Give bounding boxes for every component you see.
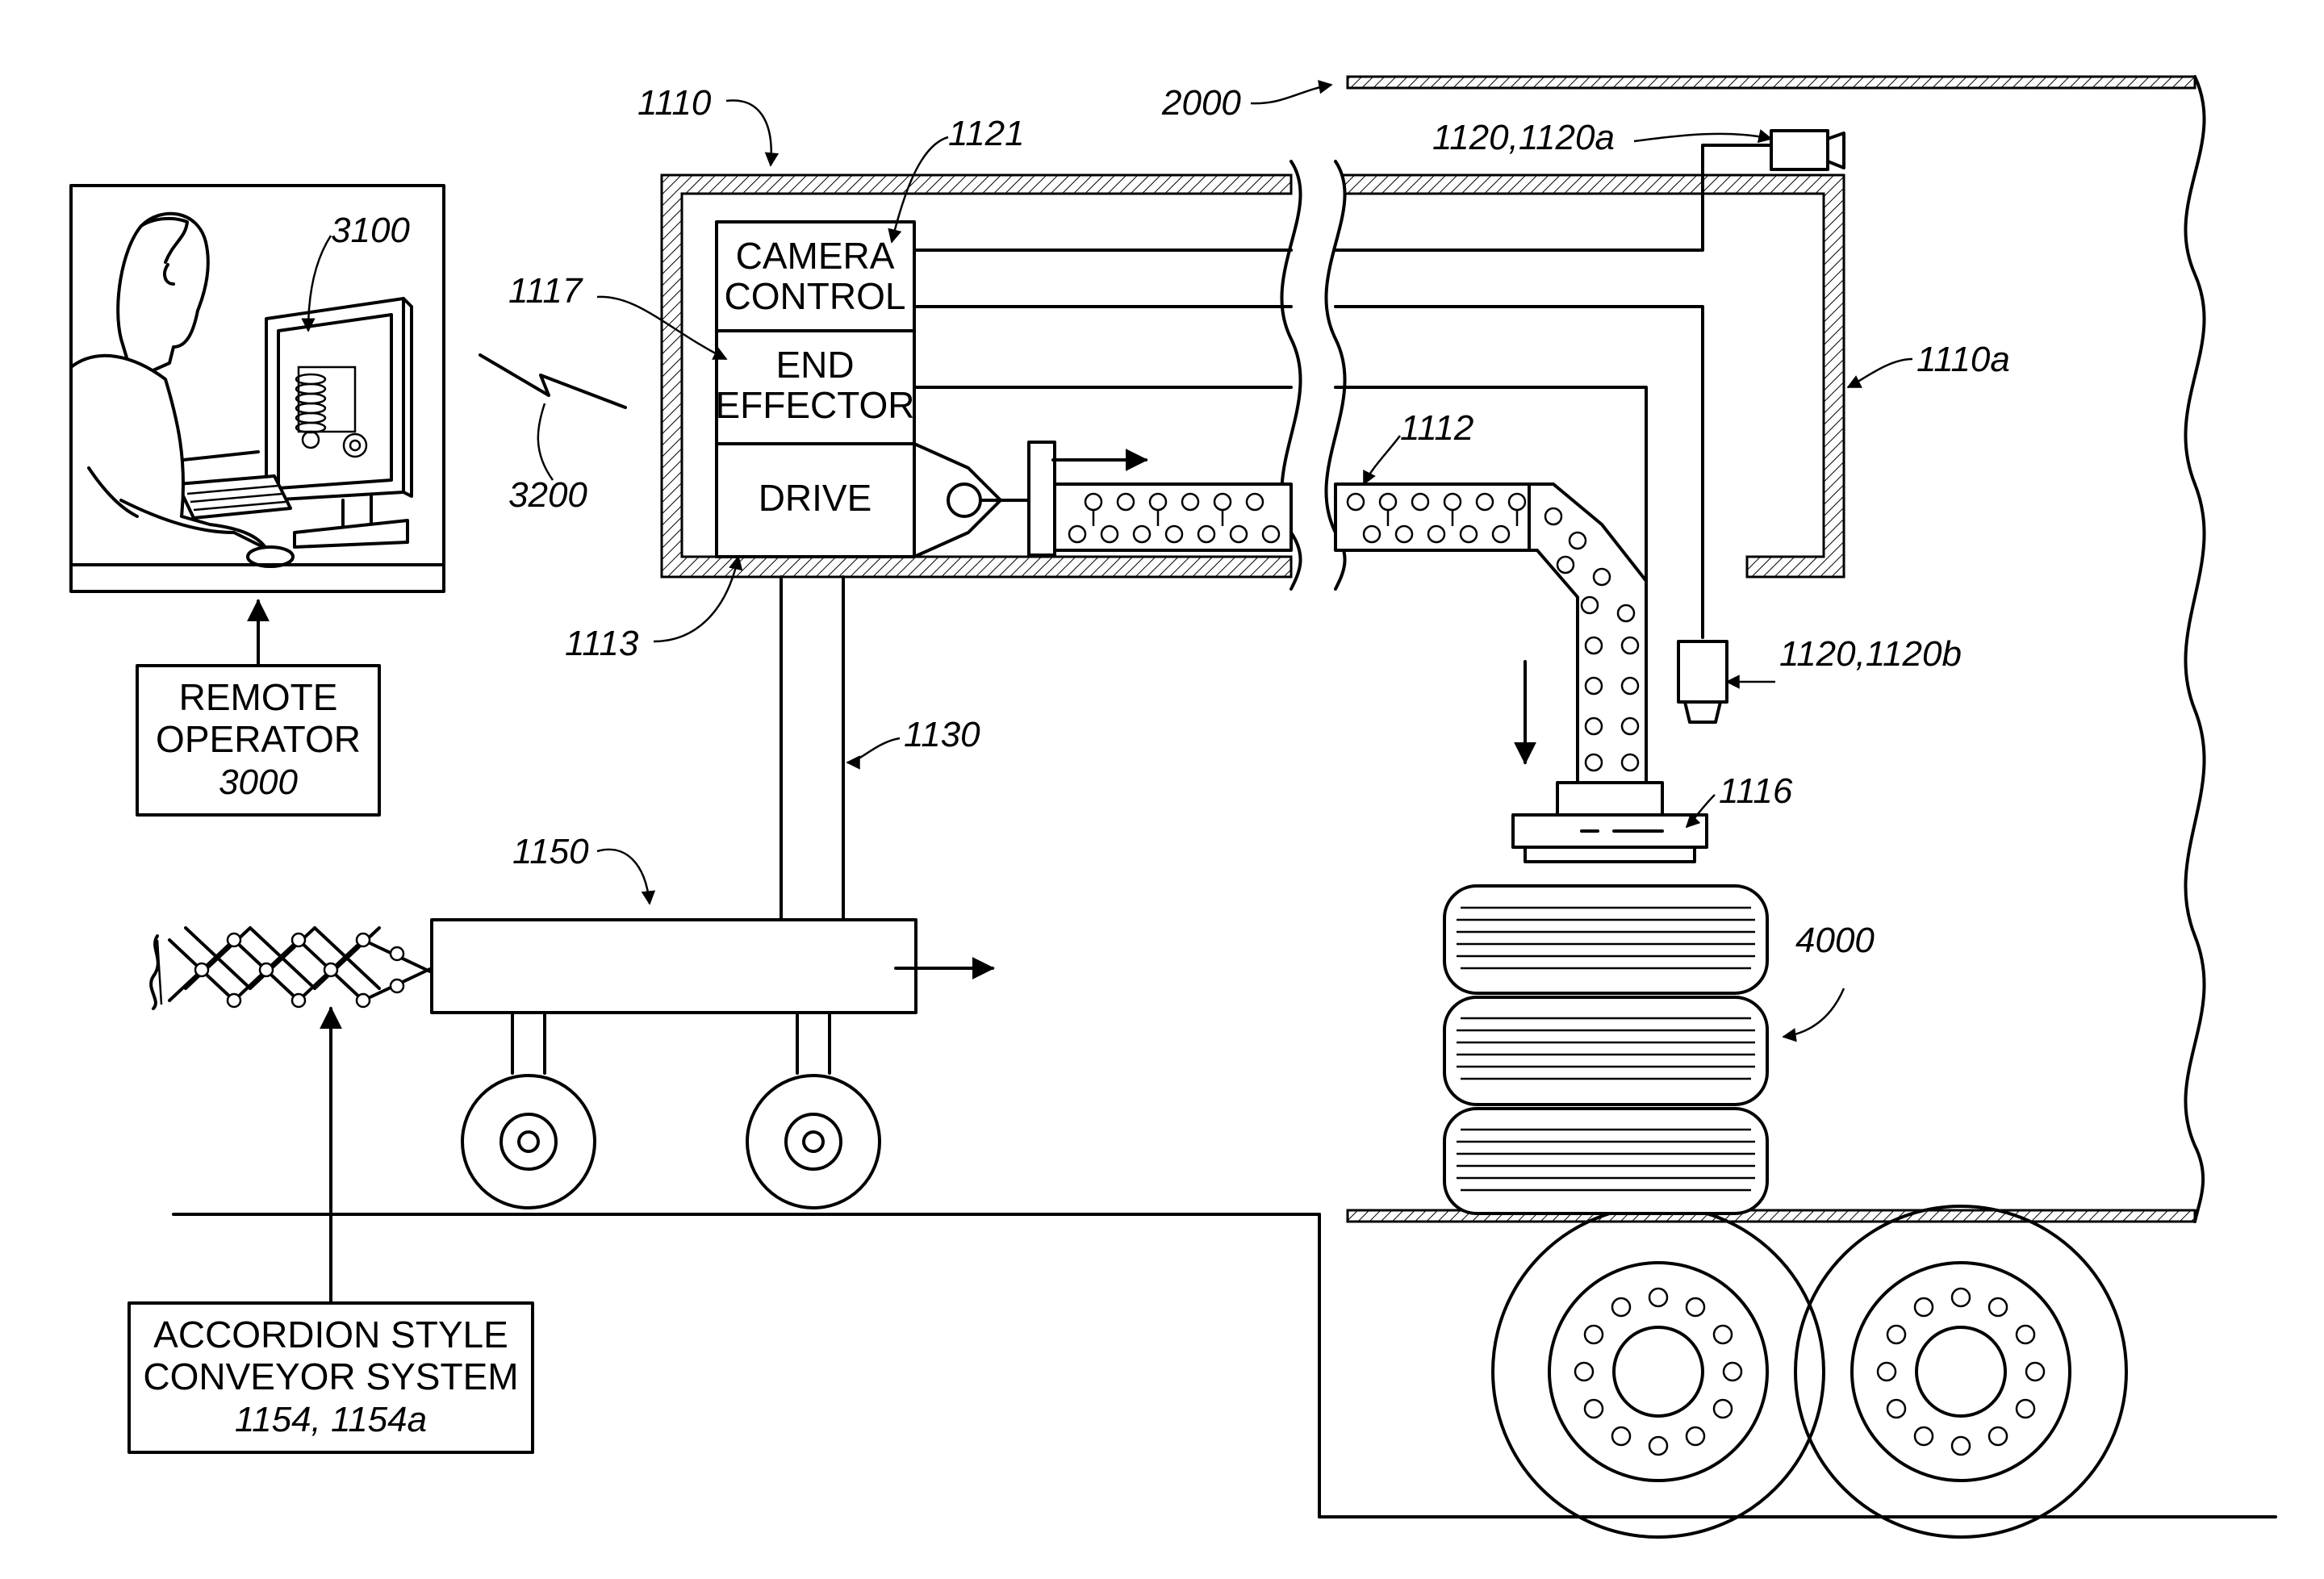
conveyor-ref: 1154, 1154a <box>235 1400 427 1439</box>
camera-control-label-2: CONTROL <box>725 275 906 317</box>
ref-1110a: 1110a <box>1916 340 2010 379</box>
camera-1120a <box>1771 131 1844 169</box>
ref-1120b: 1120,1120b <box>1779 634 1962 674</box>
ref-1121: 1121 <box>948 114 1025 153</box>
ref-3100: 3100 <box>331 211 410 250</box>
ref-1116: 1116 <box>1719 771 1793 811</box>
remote-operator-ref: 3000 <box>219 762 298 802</box>
drive-coupling <box>914 442 1055 557</box>
camera-control-box: CAMERA CONTROL <box>717 222 914 331</box>
end-effector-1116 <box>1513 783 1707 862</box>
remote-operator-label-2: OPERATOR <box>156 718 361 760</box>
drive-label: DRIVE <box>759 477 872 519</box>
ref-1110: 1110 <box>637 83 712 123</box>
ref-1113: 1113 <box>565 624 639 663</box>
remote-operator-label-1: REMOTE <box>179 676 338 718</box>
end-effector-label-1: END <box>775 344 854 386</box>
chain-1112 <box>1055 484 1646 783</box>
mobile-base-1150 <box>432 920 916 1208</box>
camera-control-label-1: CAMERA <box>736 235 895 277</box>
ref-1150: 1150 <box>512 832 589 871</box>
ref-1130: 1130 <box>904 715 980 754</box>
ref-2000: 2000 <box>1161 83 1241 123</box>
ref-3200: 3200 <box>508 475 587 515</box>
mast-1130 <box>781 577 843 920</box>
end-effector-box: END EFFECTOR <box>715 331 914 444</box>
end-effector-label-2: EFFECTOR <box>715 384 914 426</box>
trailer-wheel-left <box>1493 1206 1824 1537</box>
drive-box: DRIVE <box>717 444 914 557</box>
conveyor-label-2: CONVEYOR SYSTEM <box>143 1356 518 1397</box>
camera-1120b <box>1678 641 1727 722</box>
ref-1117: 1117 <box>508 271 583 311</box>
ref-1120a: 1120,1120a <box>1432 118 1615 157</box>
ref-1112: 1112 <box>1400 408 1473 448</box>
wireless-signal-icon <box>480 355 625 407</box>
ref-4000: 4000 <box>1795 921 1875 960</box>
remote-operator-box: REMOTE OPERATOR 3000 <box>137 666 379 815</box>
trailer-wheel-right <box>1795 1206 2126 1537</box>
conveyor-box: ACCORDION STYLE CONVEYOR SYSTEM 1154, 11… <box>129 1303 533 1452</box>
accordion-conveyor <box>151 928 432 1009</box>
conveyor-label-1: ACCORDION STYLE <box>153 1314 508 1356</box>
tire-stack <box>1444 886 1767 1213</box>
